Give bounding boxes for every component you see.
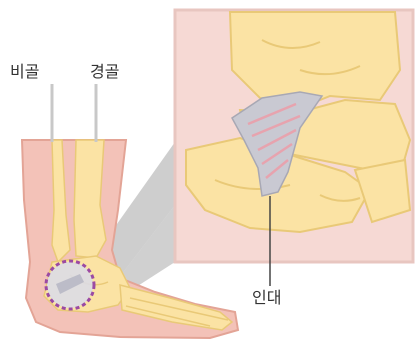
fibula-label: 비골 bbox=[10, 64, 39, 80]
ligament-label: 인대 bbox=[252, 290, 281, 306]
tibia-label: 경골 bbox=[90, 64, 119, 80]
inset-panel bbox=[175, 10, 413, 286]
